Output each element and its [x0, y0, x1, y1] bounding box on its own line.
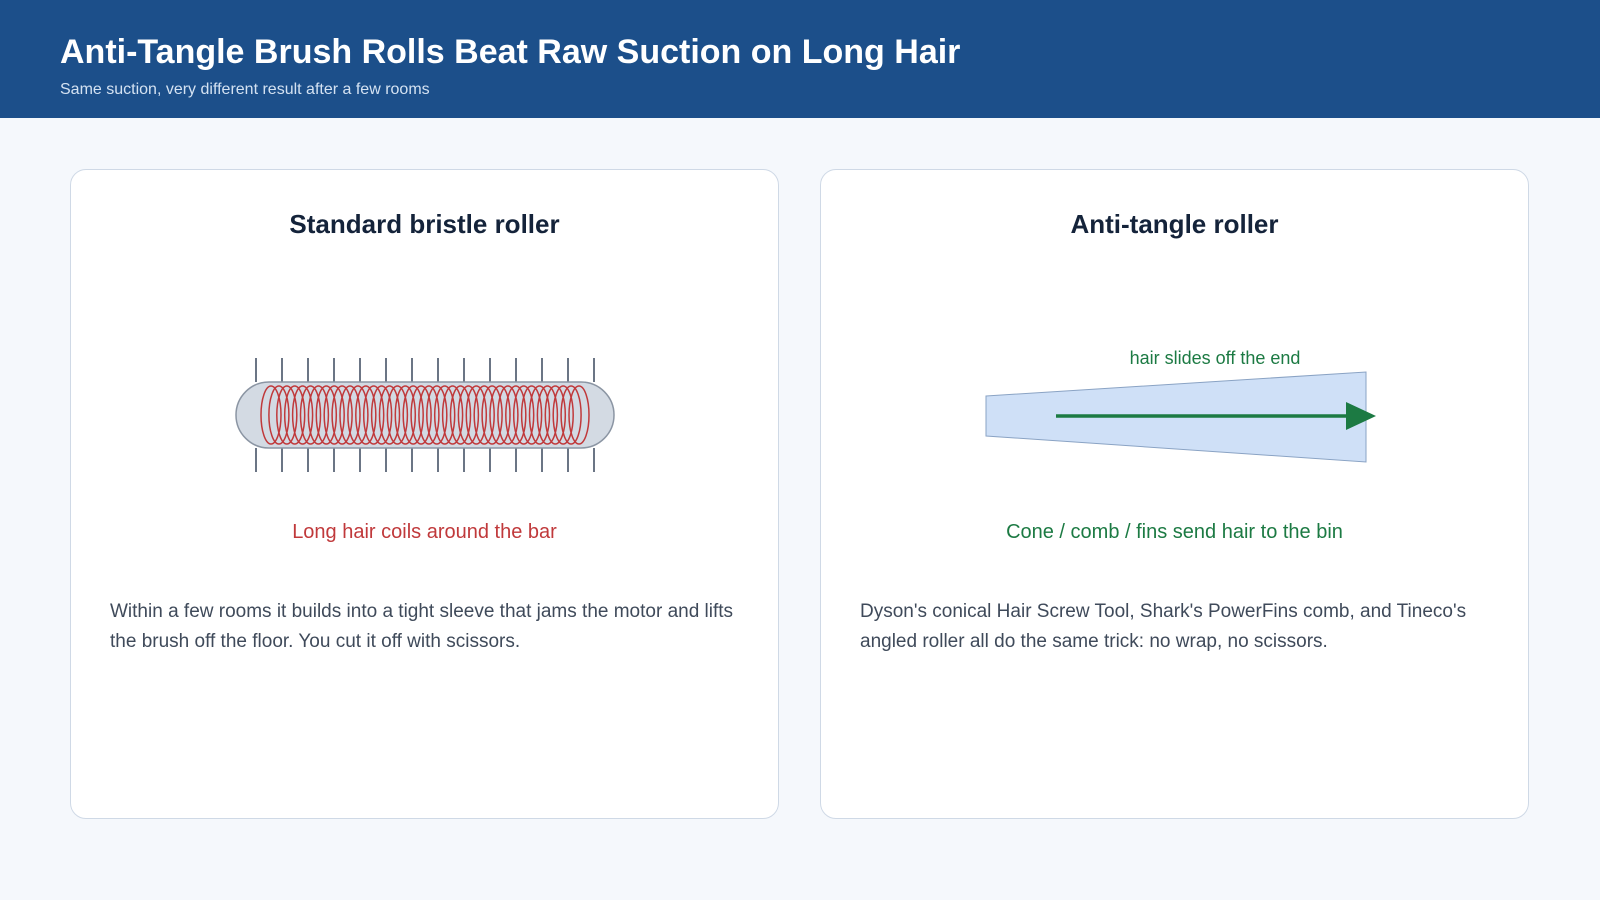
roller-bristles-bottom	[255, 448, 595, 472]
hair-coil	[307, 385, 330, 445]
hair-coil	[339, 385, 361, 445]
hair-coil	[449, 385, 472, 445]
hair-coil	[568, 385, 590, 445]
anti-tangle-roller-caption: Cone / comb / fins send hair to the bin	[1006, 521, 1343, 543]
hair-coil	[347, 385, 369, 445]
hair-coil	[378, 385, 401, 445]
hair-coil	[497, 385, 519, 445]
hair-coil	[394, 385, 417, 445]
hair-coil	[331, 385, 353, 445]
hair-coil	[505, 385, 527, 445]
anti-tangle-roller-card: Anti-tangle roller hair slides off the e…	[820, 169, 1529, 819]
header-banner: Anti-Tangle Brush Rolls Beat Raw Suction…	[0, 0, 1600, 118]
hair-coil	[433, 385, 456, 445]
hair-coil	[552, 385, 574, 445]
hair-coil	[418, 385, 440, 445]
hair-coil	[457, 385, 480, 445]
hair-coil	[465, 385, 488, 445]
hair-coil	[481, 385, 503, 445]
hair-slides-annotation: hair slides off the end	[1130, 350, 1301, 368]
roller-bristles-top	[255, 358, 595, 382]
hair-coil	[489, 385, 511, 445]
arrow-right-icon	[1346, 402, 1376, 430]
hair-coil	[426, 385, 448, 445]
hair-coil	[323, 385, 345, 445]
bristle-roller-illustration	[235, 358, 615, 472]
hair-coil	[355, 385, 377, 445]
hair-coil	[315, 385, 338, 445]
hair-coil	[544, 385, 567, 445]
page-title: Anti-Tangle Brush Rolls Beat Raw Suction…	[60, 33, 961, 71]
page-subtitle: Same suction, very different result afte…	[60, 81, 430, 98]
hair-coil	[276, 385, 298, 445]
standard-roller-title: Standard bristle roller	[289, 209, 560, 239]
hair-coil	[260, 385, 282, 445]
hair-coil	[512, 385, 535, 445]
roller-bar	[235, 381, 615, 449]
hair-coil	[283, 385, 306, 445]
hair-coil	[386, 385, 409, 445]
hair-coil	[520, 385, 543, 445]
hair-coil	[536, 385, 559, 445]
hair-coil	[268, 385, 290, 445]
hair-coil	[560, 385, 582, 445]
hair-coil	[441, 385, 464, 445]
standard-roller-card: Standard bristle roller Long hair coils …	[70, 169, 779, 819]
standard-roller-caption: Long hair coils around the bar	[292, 521, 557, 543]
hair-coil	[528, 385, 551, 445]
hair-coil	[410, 385, 432, 445]
anti-tangle-roller-description: Dyson's conical Hair Screw Tool, Shark's…	[860, 601, 1467, 652]
hair-coil	[402, 385, 424, 445]
hair-coils	[260, 385, 590, 445]
hair-coil	[299, 385, 322, 445]
anti-tangle-roller-title: Anti-tangle roller	[1070, 209, 1279, 239]
hair-coil	[291, 385, 314, 445]
standard-roller-description: Within a few rooms it builds into a tigh…	[110, 601, 734, 652]
hair-coil	[370, 385, 393, 445]
hair-coil	[362, 385, 385, 445]
cone-roller-illustration: hair slides off the end	[985, 350, 1376, 463]
hair-coil	[473, 385, 495, 445]
